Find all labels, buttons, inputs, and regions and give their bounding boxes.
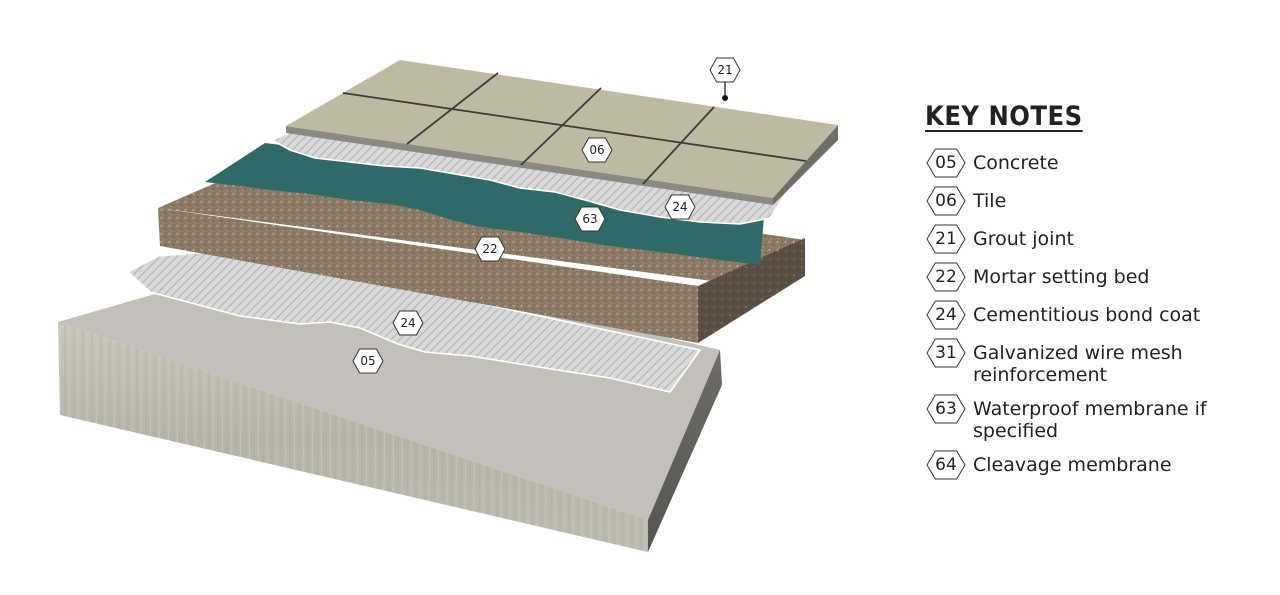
hexagon-icon	[352, 348, 384, 374]
legend-code: 63	[935, 399, 957, 419]
legend-code-badge: 24	[925, 300, 967, 330]
legend-label: Waterproof membrane if specified	[973, 398, 1207, 442]
callout-label: 22	[482, 242, 497, 256]
legend-label: Concrete	[973, 152, 1059, 174]
legend-code: 05	[935, 153, 957, 173]
hexagon-icon	[926, 262, 966, 292]
legend-label: Grout joint	[973, 228, 1074, 250]
legend-code-badge: 22	[925, 262, 967, 292]
legend-code: 31	[935, 343, 957, 363]
hexagon-icon	[926, 224, 966, 254]
callout-label: 06	[589, 143, 604, 157]
tag-05-callout: 05	[352, 348, 384, 374]
tag-63-callout: 63	[574, 206, 606, 232]
legend-code: 22	[935, 267, 957, 287]
legend-code: 24	[935, 305, 957, 325]
hexagon-icon	[926, 148, 966, 178]
legend-item: 22 Mortar setting bed	[925, 262, 1265, 292]
legend-item: 05 Concrete	[925, 148, 1265, 178]
grout-joints	[342, 72, 807, 185]
hexagon-icon	[664, 194, 696, 220]
hexagon-icon	[392, 310, 424, 336]
legend-code: 21	[935, 229, 957, 249]
legend-code-badge: 63	[925, 394, 967, 424]
hexagon-icon	[926, 450, 966, 480]
legend-label: Cementitious bond coat	[973, 304, 1201, 326]
hexagon-icon	[926, 186, 966, 216]
legend-item: 24 Cementitious bond coat	[925, 300, 1265, 330]
callout-label: 63	[582, 212, 597, 226]
grout-joint-leader-dot	[722, 95, 728, 101]
hexagon-icon	[474, 236, 506, 262]
legend-item: 21 Grout joint	[925, 224, 1265, 254]
callout-label: 21	[717, 63, 732, 77]
tag-24-lower-callout: 24	[392, 310, 424, 336]
mortar-front-face	[158, 208, 698, 343]
tag-21-callout: 21	[709, 57, 741, 83]
legend-label: Tile	[973, 190, 1007, 212]
legend-item: 31 Galvanized wire mesh reinforcement	[925, 338, 1265, 386]
tag-22-callout: 22	[474, 236, 506, 262]
legend-title: KEY NOTES	[925, 101, 1083, 132]
legend-list: 05 Concrete 06 Tile 21 Grout joint 22 Mortar se…	[925, 148, 1265, 480]
hexagon-icon	[574, 206, 606, 232]
legend-label: Galvanized wire mesh reinforcement	[973, 342, 1183, 386]
legend-code: 06	[935, 191, 957, 211]
hexagon-icon	[926, 300, 966, 330]
hexagon-icon	[581, 137, 613, 163]
legend-code-badge: 64	[925, 450, 967, 480]
callout-label: 05	[360, 354, 375, 368]
waterproof-membrane	[205, 143, 765, 265]
legend-code-badge: 05	[925, 148, 967, 178]
hexagon-icon	[926, 338, 966, 368]
concrete-side-face	[648, 350, 722, 552]
legend-code-badge: 06	[925, 186, 967, 216]
legend-item: 63 Waterproof membrane if specified	[925, 394, 1265, 442]
hexagon-icon	[926, 394, 966, 424]
legend-item: 06 Tile	[925, 186, 1265, 216]
concrete-front-streaks	[58, 322, 648, 552]
legend-label: Mortar setting bed	[973, 266, 1150, 288]
tag-06-callout: 06	[581, 137, 613, 163]
tile-front-edge	[286, 126, 773, 205]
legend-code-badge: 31	[925, 338, 967, 368]
legend-item: 64 Cleavage membrane	[925, 450, 1265, 480]
hexagon-icon	[709, 57, 741, 83]
tile-top-surface	[286, 60, 838, 198]
mortar-side-face	[698, 238, 805, 343]
floor-assembly-diagram: 21 06 24 63 22 24 05	[58, 57, 838, 552]
legend-code-badge: 21	[925, 224, 967, 254]
callout-label: 24	[672, 200, 687, 214]
legend-label: Cleavage membrane	[973, 454, 1172, 476]
tag-24-upper-callout: 24	[664, 194, 696, 220]
callout-label: 24	[400, 316, 415, 330]
tile-field	[286, 60, 838, 205]
legend-code: 64	[935, 455, 957, 475]
tile-right-edge	[773, 125, 838, 205]
